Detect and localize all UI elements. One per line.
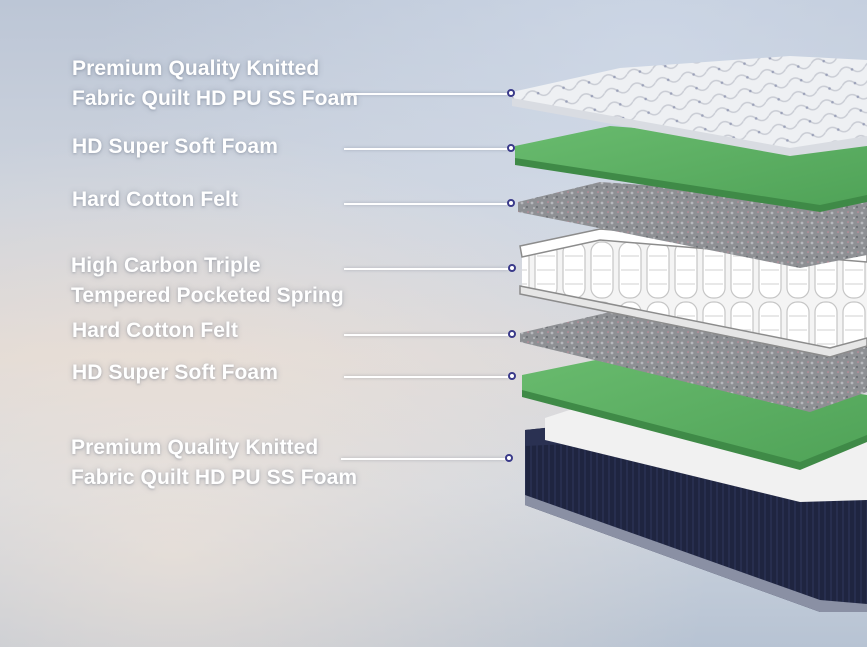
layer-5-label-line-1: Hard Cotton Felt [72, 316, 238, 346]
layer-1-label-line-2: Fabric Quilt HD PU SS Foam [72, 84, 358, 114]
layer-6-label-line-1: HD Super Soft Foam [72, 358, 278, 388]
layer-1-label: Premium Quality Knitted Fabric Quilt HD … [72, 54, 358, 114]
layer-1-label-line-1: Premium Quality Knitted [72, 54, 358, 84]
layer-3-connector-line [344, 203, 508, 205]
layer-4-connector-dot [508, 264, 516, 272]
layer-2-label: HD Super Soft Foam [72, 132, 278, 162]
layer-4-label: High Carbon Triple Tempered Pocketed Spr… [71, 251, 344, 311]
layer-4-label-line-1: High Carbon Triple [71, 251, 344, 281]
layer-7-label: Premium Quality Knitted Fabric Quilt HD … [71, 433, 357, 493]
layer-2-label-line-1: HD Super Soft Foam [72, 132, 278, 162]
layer-1-connector-line [344, 93, 508, 95]
layer-5-connector-line [344, 334, 508, 336]
layer-5-connector-dot [508, 330, 516, 338]
layer-2-connector-line [344, 148, 508, 150]
layer-4-label-line-2: Tempered Pocketed Spring [71, 281, 344, 311]
layer-5-label: Hard Cotton Felt [72, 316, 238, 346]
layer-6-connector-dot [508, 372, 516, 380]
layer-7-connector-line [341, 458, 505, 460]
layer-6-connector-line [344, 376, 508, 378]
layer-2-connector-dot [507, 144, 515, 152]
layer-4-connector-line [344, 268, 508, 270]
layer-7-label-line-2: Fabric Quilt HD PU SS Foam [71, 463, 357, 493]
layer-7-label-line-1: Premium Quality Knitted [71, 433, 357, 463]
layer-6-label: HD Super Soft Foam [72, 358, 278, 388]
layer-3-connector-dot [507, 199, 515, 207]
layer-3-label: Hard Cotton Felt [72, 185, 238, 215]
layer-1-connector-dot [507, 89, 515, 97]
layer-3-label-line-1: Hard Cotton Felt [72, 185, 238, 215]
layer-7-connector-dot [505, 454, 513, 462]
